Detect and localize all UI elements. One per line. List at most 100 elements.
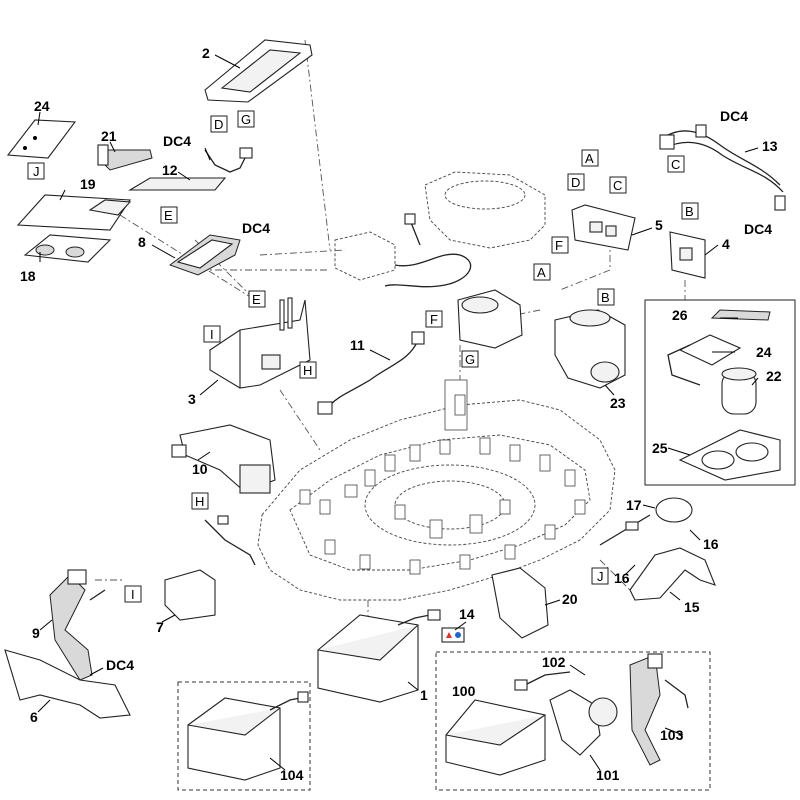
part-number-labels: 2 24 21 12 19 18 8 3 11 10 5 4 13 23 26 … [20,45,782,783]
box-part-104 [177,681,311,791]
part-label-24-top: 24 [34,98,50,114]
connector-letter-G2: G [465,352,475,367]
connector-box-B1 [681,202,699,220]
part-label-6: 6 [30,709,38,725]
part-label-2: 2 [202,45,210,61]
part-9-cable [49,569,106,681]
connector-letter-J1: J [33,164,40,179]
connector-letter-boxes: D G J E E I H A D C F B C A B F G H I [27,110,699,603]
part-13-harness [659,124,786,211]
part-8-clip [168,234,241,276]
connector-letter-H2: H [195,494,204,509]
part-label-101: 101 [596,767,620,783]
connector-box-B2 [597,288,615,306]
dc4-label-4: DC4 [744,221,772,237]
connector-box-J1 [27,162,45,180]
connector-box-E2 [248,290,266,308]
connector-letter-D2: D [571,175,580,190]
connector-box-G2 [461,350,479,368]
part-label-5: 5 [655,217,663,233]
chassis-frame [257,379,616,601]
connector-letter-G1: G [241,112,251,127]
connector-box-H1 [299,361,317,379]
part-22-motor [554,309,626,389]
part-11-cable [317,331,425,415]
connector-letter-A2: A [537,265,546,280]
drive-motor-left [457,289,523,349]
connector-letter-A1: A [585,151,594,166]
connector-letter-E1: E [164,208,173,223]
part-15-bracket [629,547,716,601]
part-label-13: 13 [762,138,778,154]
part-24-plate [6,119,77,159]
part-6-shield [4,649,131,719]
part-label-17: 17 [626,497,642,513]
box-parts-100-103 [435,651,711,791]
connector-box-D1 [210,115,228,133]
part-20-cable [97,144,153,171]
part-2-cover [204,39,313,103]
connector-letter-I2: I [131,587,135,602]
connector-box-A1 [581,149,599,167]
part-label-20: 21 [101,128,117,144]
connector-letter-B2: B [601,290,610,305]
connector-box-D2 [567,173,585,191]
part-label-18: 18 [20,268,36,284]
part-label-8: 8 [138,234,146,250]
part-label-7: 7 [156,619,164,635]
part-17-disc [599,497,693,546]
part-label-14: 14 [459,606,475,622]
part-10-assembly [171,424,276,494]
connector-box-F2 [425,310,443,328]
connector-letter-H1: H [303,363,312,378]
part-label-21: 20 [562,591,578,607]
connector-box-G1 [237,110,255,128]
part-3-bracket [209,297,311,389]
connector-letter-B1: B [685,204,694,219]
part-label-26: 26 [672,307,688,323]
part-label-16-a: 16 [703,536,719,552]
part-18-plate [23,234,112,263]
part-19-plate [16,194,132,231]
part-4-board [669,231,706,279]
part-5-board [571,204,636,251]
connector-letter-E2: E [252,292,261,307]
part-label-1: 1 [420,687,428,703]
part-label-19: 19 [80,176,96,192]
connector-box-E1 [160,206,178,224]
part-label-11: 11 [350,337,365,353]
inset-box-motor-parts [644,299,796,486]
part-label-100: 100 [452,683,476,699]
top-housing [334,171,546,288]
part-label-4: 4 [722,236,730,252]
connector-box-I2 [124,585,142,603]
part-label-3: 3 [188,391,196,407]
part-label-24-inset: 24 [756,344,772,360]
connector-letter-J2: J [597,569,604,584]
part-label-22: 23 [610,395,626,411]
connector-box-H2 [191,492,209,510]
part-label-16-b: 16 [614,570,630,586]
connector-box-F1 [551,236,569,254]
connector-letter-F1: F [555,238,563,253]
dc4-label-2: DC4 [242,220,270,236]
part-label-15: 15 [684,599,700,615]
connector-box-C1 [609,176,627,194]
dc4-label-5: DC4 [106,657,134,673]
connector-letter-C1: C [613,178,622,193]
part-label-104: 104 [280,767,304,783]
part-21-housing [491,567,549,639]
connector-letter-F2: F [430,312,438,327]
part-label-23: 22 [766,368,782,384]
number-leaders [37,54,759,771]
connector-letter-C2: C [671,157,680,172]
part-label-25: 25 [652,440,668,456]
part-label-10: 10 [192,461,208,477]
part-label-12: 12 [162,162,178,178]
dc4-labels: DC4 DC4 DC4 DC4 DC4 [106,108,772,673]
part-12-cable [128,147,253,191]
connector-box-J2 [591,567,609,585]
part-label-9: 9 [32,625,40,641]
connector-box-A2 [533,263,551,281]
